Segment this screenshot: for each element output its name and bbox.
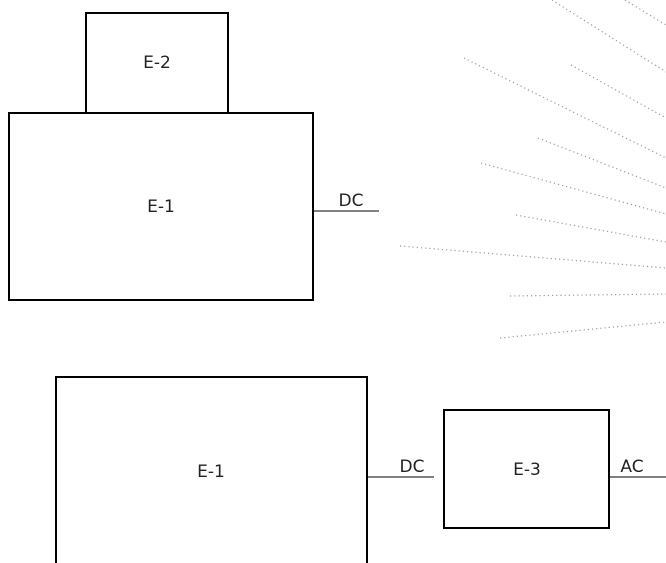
dotted-rays xyxy=(399,0,666,339)
dotted-ray xyxy=(570,64,666,119)
block-e1-bottom xyxy=(55,376,368,563)
dotted-ray xyxy=(463,57,666,159)
dotted-ray xyxy=(509,293,666,297)
diagram-bottom: E-1 DC E-3 AC xyxy=(55,376,666,563)
dotted-ray xyxy=(399,245,666,269)
dotted-ray xyxy=(624,0,666,26)
dotted-ray xyxy=(480,162,666,215)
dotted-ray xyxy=(551,0,666,73)
dotted-ray xyxy=(537,137,666,189)
block-e1-bottom-label: E-1 xyxy=(197,462,225,482)
diagram-top: E-2 E-1 DC xyxy=(8,12,379,301)
dc-output-label: DC xyxy=(339,191,364,211)
ac-output-label: AC xyxy=(620,457,643,477)
dc-connection-label: DC xyxy=(400,457,425,477)
dotted-ray xyxy=(499,321,666,339)
block-e2-label: E-2 xyxy=(143,53,171,73)
block-e3-label: E-3 xyxy=(513,460,541,480)
dotted-ray xyxy=(515,214,666,243)
block-e1-top-label: E-1 xyxy=(147,197,175,217)
block-e1-top xyxy=(8,112,314,301)
block-e2 xyxy=(85,12,229,114)
block-e3 xyxy=(443,409,610,529)
